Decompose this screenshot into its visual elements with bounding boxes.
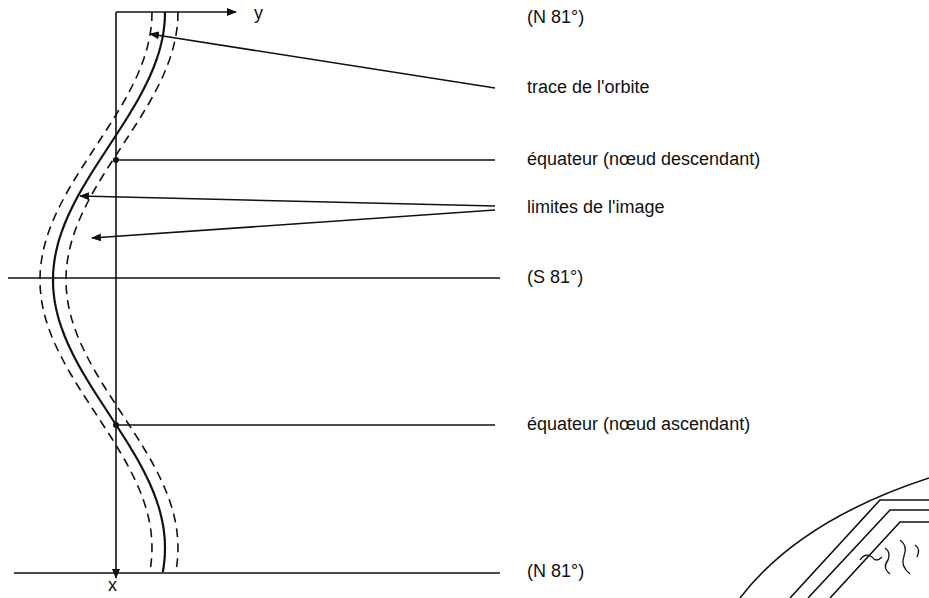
leader-line: [150, 34, 495, 88]
leader-line: [116, 424, 495, 426]
x-axis: [115, 12, 117, 578]
coastline: [860, 540, 919, 574]
leader-line: [92, 210, 495, 238]
image-limit: [40, 12, 152, 572]
axis-label: x: [108, 576, 117, 596]
orbit-band: [790, 500, 929, 598]
leader-line: [80, 196, 495, 206]
node-dot: [113, 157, 119, 163]
latitude-label: (N 81°): [527, 8, 584, 28]
globe-outline: [740, 478, 929, 598]
latitude-line: [8, 277, 500, 279]
axis-label: y: [254, 4, 263, 24]
node-dot: [113, 422, 119, 428]
latitude-label: (N 81°): [527, 562, 584, 582]
callout-label: trace de l'orbite: [527, 78, 650, 98]
orbit-band: [808, 510, 929, 598]
latitude-line: [14, 572, 500, 574]
latitude-label: (S 81°): [527, 268, 583, 288]
leader-line: [116, 159, 495, 161]
orbit-band: [830, 522, 929, 598]
callout-label: limites de l'image: [527, 198, 665, 218]
y-axis: [116, 11, 236, 13]
image-limit: [66, 12, 178, 572]
callout-label: équateur (nœud ascendant): [527, 415, 750, 435]
callout-label: équateur (nœud descendant): [527, 150, 760, 170]
orbit-track: [53, 12, 165, 572]
